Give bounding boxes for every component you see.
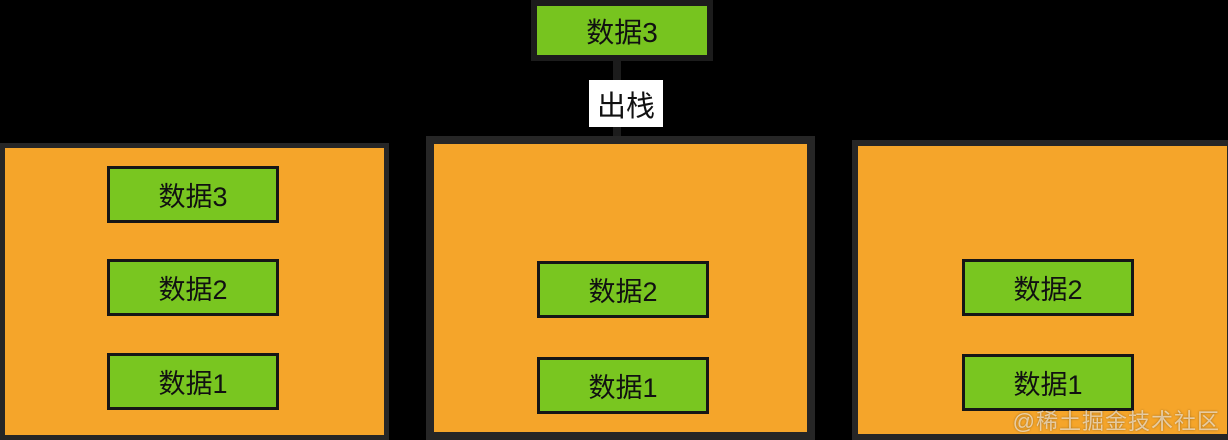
stack-container-popping: 数据2 数据1 [426,136,815,440]
popped-data-box: 数据3 [531,0,713,61]
data-box: 数据3 [107,166,279,223]
data-box: 数据1 [107,353,279,410]
stack-container-before: 数据3 数据2 数据1 [0,143,389,440]
watermark: @稀土掘金技术社区 [1012,409,1220,434]
data-box: 数据1 [962,354,1134,411]
data-box: 数据2 [962,259,1134,316]
pop-action-label: 出栈 [589,80,663,127]
stack-container-after: 数据2 数据1 [852,140,1228,440]
data-box: 数据2 [107,259,279,316]
data-box: 数据1 [537,357,709,414]
data-box: 数据2 [537,261,709,318]
